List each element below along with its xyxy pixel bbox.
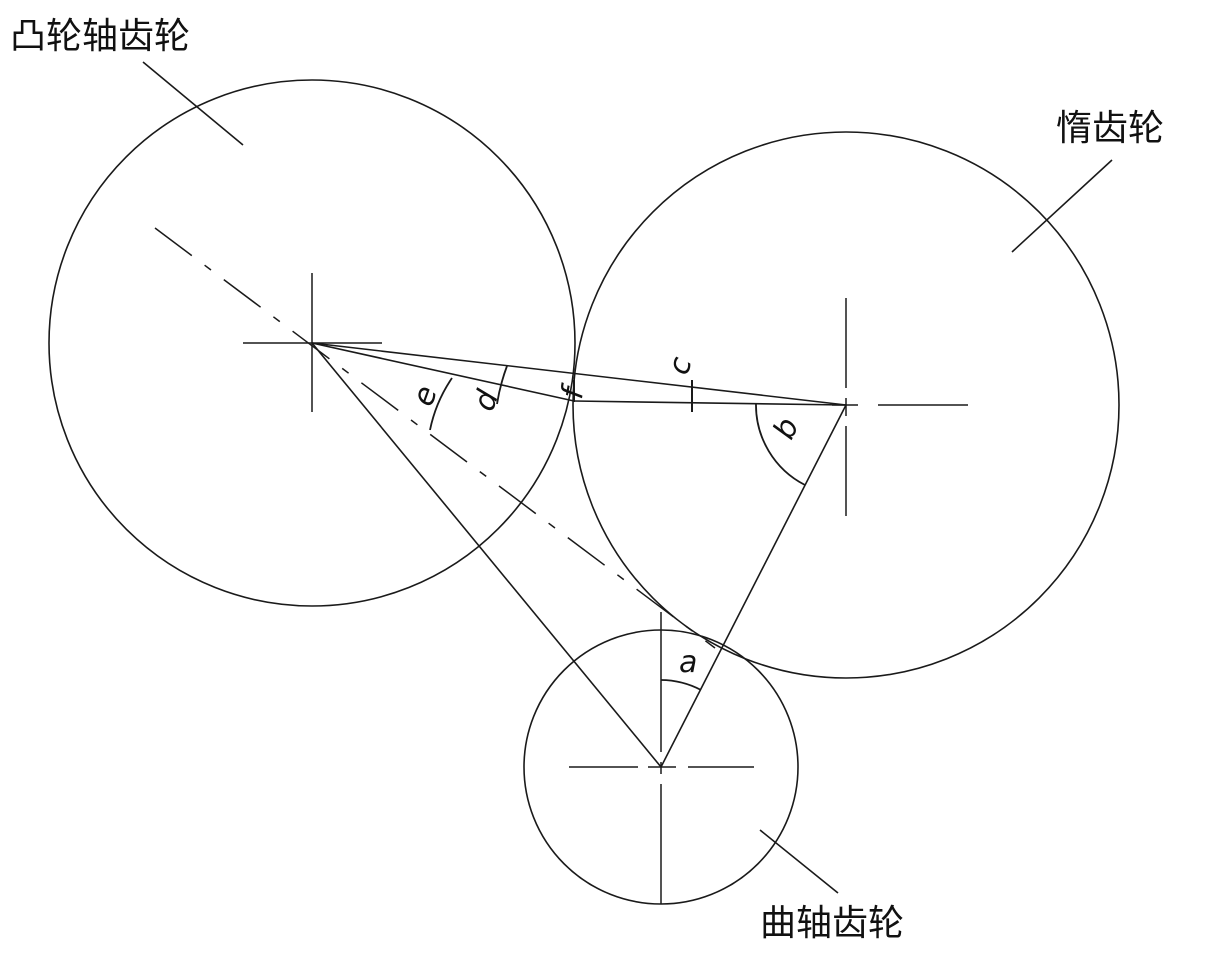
angle-a-arc [660,679,702,691]
idler-center-mark [832,298,968,516]
angle-b-arc [755,402,806,486]
camshaft-gear-circle [48,79,576,607]
angle-b-label: b [767,413,807,445]
idler-leader-line [1011,159,1113,253]
idler-gear-label: 惰齿轮 [1056,108,1164,149]
idler-gear-circle [572,131,1120,679]
crankshaft-gear-label: 曲轴齿轮 [760,903,904,944]
tangent-to-idler-line [573,400,847,406]
camshaft-to-crankshaft-line [311,342,662,768]
angle-a-label: a [679,645,697,680]
camshaft-leader-line [142,61,244,146]
camshaft-to-tangent-line [311,342,575,402]
angle-c-label: c [661,353,699,378]
camshaft-gear-label: 凸轮轴齿轮 [10,16,190,57]
alignment-centerline [154,227,716,649]
crankshaft-to-idler-line [660,404,847,768]
crankshaft-leader-line [759,829,839,894]
angle-d-arc [496,365,508,405]
camshaft-to-idler-line [311,342,847,406]
angle-e-label: e [406,381,445,410]
crankshaft-center-mark [569,612,754,904]
angle-e-arc [429,377,453,431]
